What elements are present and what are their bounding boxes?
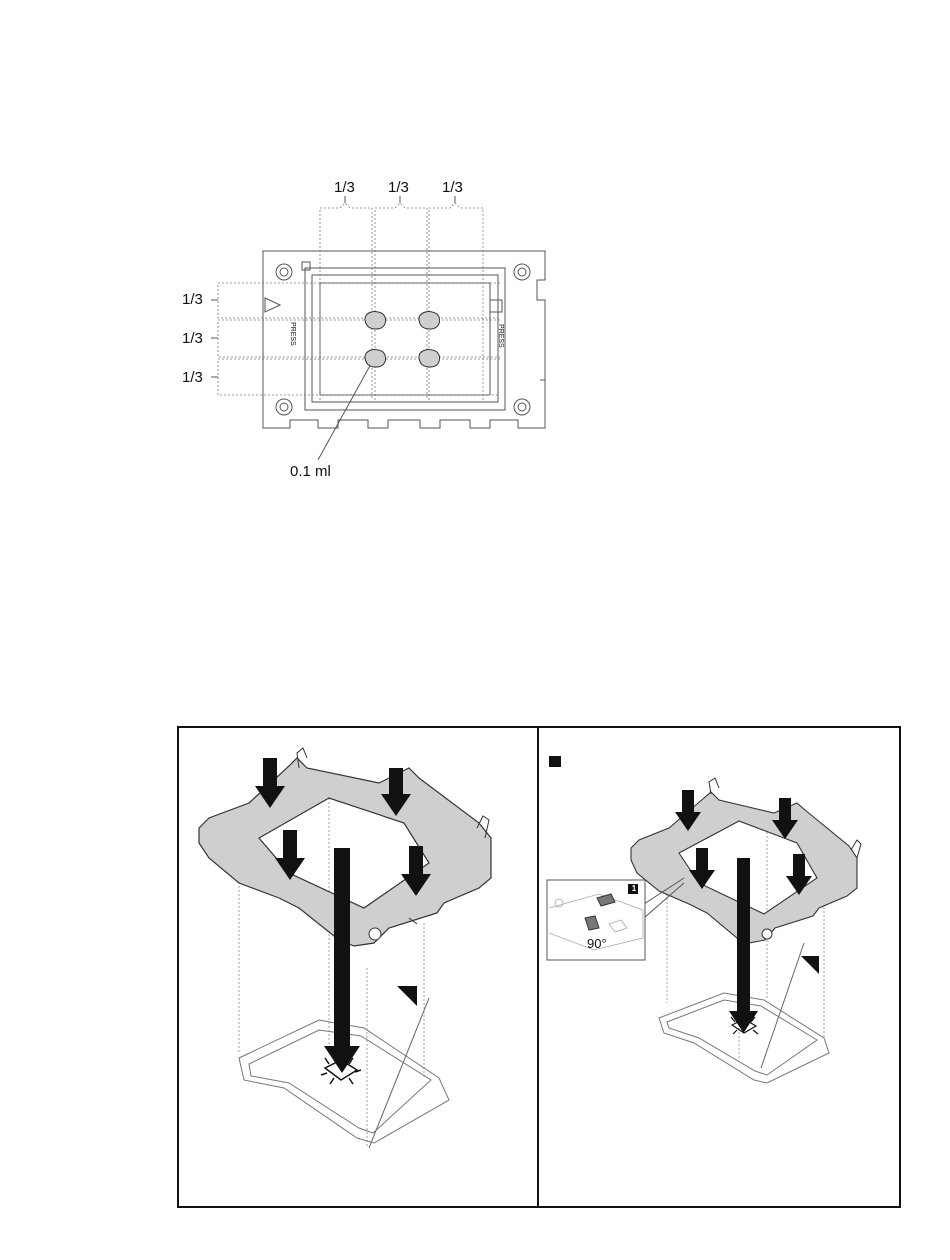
angle-label: 90°	[587, 936, 607, 951]
processor-outline	[0, 0, 950, 520]
right-install-illustration	[539, 728, 903, 1210]
right-panel: 1 90°	[537, 726, 901, 1208]
paste-dot-3	[365, 350, 386, 367]
left-install-illustration	[179, 728, 541, 1210]
paste-dot-1	[365, 312, 386, 329]
paste-dot-2	[419, 312, 440, 329]
paste-dot-4	[419, 350, 440, 367]
callout-number: 1	[631, 884, 637, 894]
left-panel	[177, 726, 539, 1208]
step-marker-icon	[549, 756, 561, 767]
